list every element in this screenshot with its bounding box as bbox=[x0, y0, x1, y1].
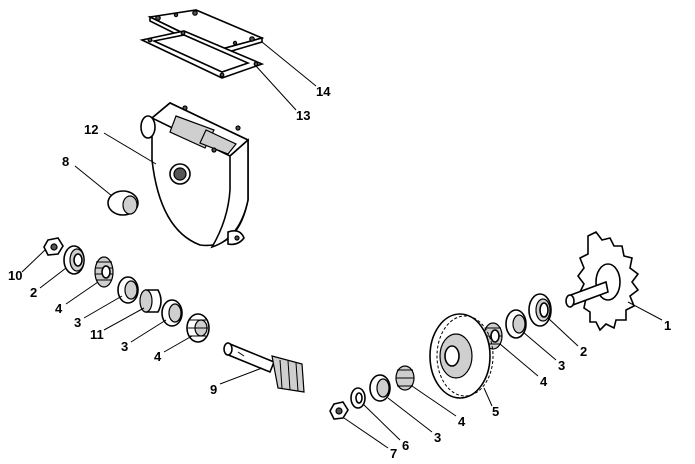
callout-5: 5 bbox=[492, 404, 499, 419]
sprocket bbox=[565, 230, 640, 332]
bearing-cup-left-lower bbox=[161, 299, 183, 327]
callout-8: 8 bbox=[62, 154, 69, 169]
callout-14: 14 bbox=[316, 84, 331, 99]
pinion-gear-lower bbox=[395, 365, 415, 391]
callout-1: 1 bbox=[664, 318, 671, 333]
washer bbox=[350, 387, 366, 409]
callouts: 14 13 12 8 10 2 4 3 11 3 4 9 1 2 3 4 5 4… bbox=[8, 84, 671, 461]
bearing-cup-left bbox=[63, 245, 85, 275]
callout-4-upper-left: 4 bbox=[55, 301, 63, 316]
callout-3-left-middle: 3 bbox=[74, 315, 81, 330]
callout-4-right: 4 bbox=[540, 374, 548, 389]
callout-3-left-lower: 3 bbox=[121, 339, 128, 354]
callout-7: 7 bbox=[390, 446, 397, 461]
nut-lower bbox=[329, 401, 349, 420]
callout-2-left: 2 bbox=[30, 285, 37, 300]
nut-left bbox=[43, 237, 64, 256]
callout-4-lower: 4 bbox=[458, 414, 466, 429]
callout-9: 9 bbox=[210, 382, 217, 397]
ring-gear bbox=[429, 313, 494, 399]
bearing-cone-upper-left bbox=[94, 256, 114, 288]
bearing-cup-right bbox=[528, 293, 552, 327]
gear-housing bbox=[140, 102, 250, 249]
callout-11: 11 bbox=[90, 327, 104, 342]
callout-10: 10 bbox=[8, 268, 22, 283]
spacer bbox=[139, 289, 162, 313]
gasket bbox=[139, 30, 265, 79]
bearing-cup-right-middle bbox=[505, 309, 527, 339]
callout-13: 13 bbox=[296, 108, 310, 123]
callout-3-right: 3 bbox=[558, 358, 565, 373]
callout-4-left-lower: 4 bbox=[154, 349, 162, 364]
bearing-cone-left-lower bbox=[186, 313, 210, 343]
bearing-cup-left-middle bbox=[117, 276, 139, 304]
callout-3-lower: 3 bbox=[434, 430, 441, 445]
pinion-shaft bbox=[223, 342, 305, 393]
callout-12: 12 bbox=[84, 122, 98, 137]
leader-lines bbox=[21, 41, 663, 449]
bearing-cup-lower bbox=[369, 374, 391, 402]
plug bbox=[107, 190, 139, 216]
callout-2-right: 2 bbox=[580, 344, 587, 359]
callout-6: 6 bbox=[402, 438, 409, 453]
